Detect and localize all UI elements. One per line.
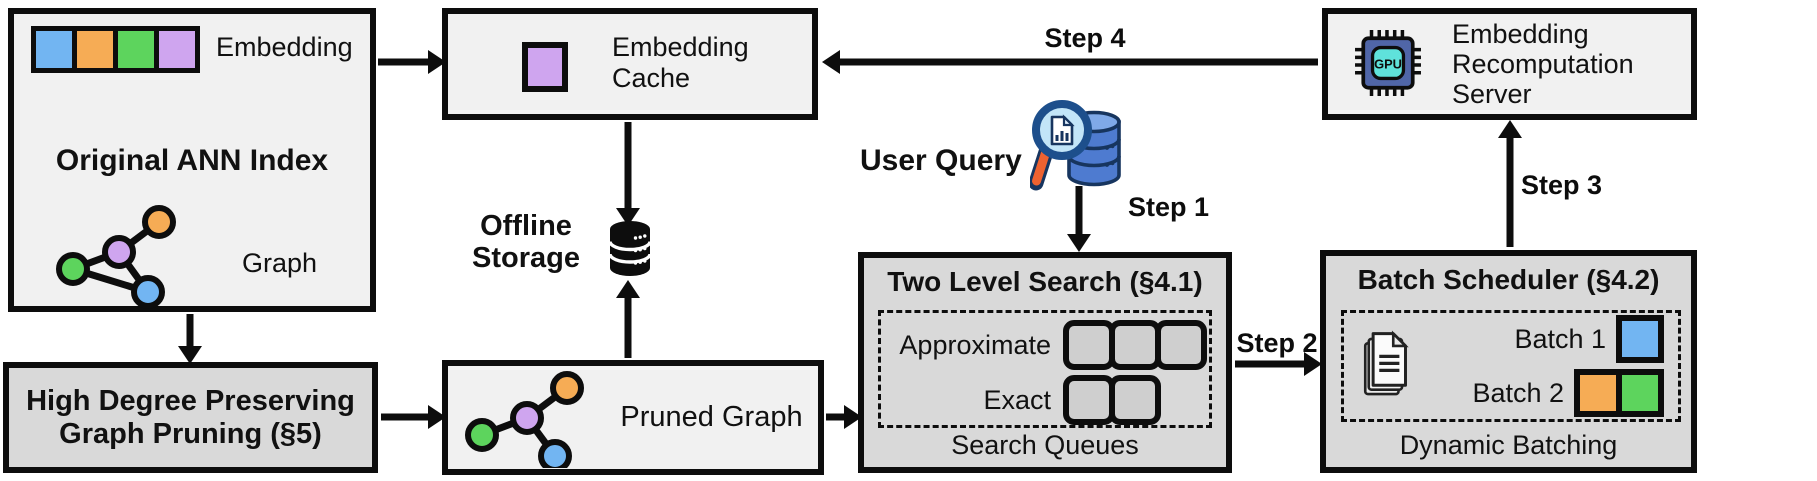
offline-storage-label: Offline Storage — [472, 210, 580, 274]
step-1-label: Step 1 — [1128, 192, 1210, 222]
user-query-label: User Query — [860, 144, 1022, 177]
batch-2-orange-square-icon — [1574, 369, 1622, 417]
step-4-label: Step 4 — [1044, 23, 1126, 53]
queue-slot-icon — [1109, 320, 1161, 370]
queue-slot-icon — [1155, 320, 1207, 370]
embedding-cache-label: Embedding Cache — [612, 32, 749, 93]
original-ann-index-title: Original ANN Index — [55, 144, 329, 177]
original-ann-index-box: Embedding Original ANN Index Graph — [8, 8, 376, 312]
dynamic-batching-caption: Dynamic Batching — [1399, 430, 1618, 460]
approximate-queue-slots — [1063, 320, 1209, 370]
queue-slot-icon — [1109, 375, 1161, 425]
cached-embedding-square-icon — [522, 42, 568, 92]
embedding-square-green-icon — [113, 26, 159, 73]
documents-icon — [1363, 330, 1409, 396]
batch-2-row: Batch 2 — [1416, 369, 1678, 417]
arrow-index-to-pruning — [178, 314, 202, 364]
step-2-label: Step 2 — [1236, 328, 1318, 358]
arrow-pruned-to-search — [826, 405, 862, 429]
recomputation-server-label: Embedding Recomputation Server — [1452, 19, 1634, 109]
batch-1-row: Batch 1 — [1416, 315, 1678, 363]
embedding-cache-box: Embedding Cache — [442, 8, 818, 120]
exact-label: Exact — [983, 384, 1051, 415]
gpu-chip-label: GPU — [1374, 57, 1402, 72]
search-queues-panel: Approximate Exact — [878, 310, 1212, 428]
pruned-graph-label: Pruned Graph — [620, 401, 803, 433]
queue-slot-icon — [1063, 320, 1115, 370]
dynamic-batching-panel: Batch 1 Batch 2 — [1341, 310, 1681, 422]
two-level-search-box: Two Level Search (§4.1) Approximate Exac… — [858, 252, 1232, 473]
embedding-label: Embedding — [216, 32, 353, 62]
graph-icon — [56, 205, 176, 309]
batch-2-green-square-icon — [1616, 369, 1664, 417]
query-document-glyph — [1050, 114, 1075, 146]
embedding-strip-icon — [31, 26, 200, 73]
embedding-square-orange-icon — [72, 26, 118, 73]
batch-1-label: Batch 1 — [1514, 323, 1606, 354]
search-queues-caption: Search Queues — [951, 430, 1139, 460]
batch-1-blue-square-icon — [1616, 315, 1664, 363]
arrow-index-to-cache — [378, 50, 446, 74]
approximate-queue-row: Approximate — [881, 320, 1209, 370]
arrow-cache-to-storage — [616, 122, 640, 226]
arrow-step-3 — [1498, 120, 1522, 247]
gpu-chip-icon: GPU — [1355, 30, 1421, 96]
graph-label: Graph — [242, 248, 318, 278]
pruned-graph-icon — [465, 371, 584, 468]
user-query-icon — [1030, 100, 1121, 191]
two-level-search-title: Two Level Search (§4.1) — [887, 266, 1203, 297]
exact-queue-slots — [1063, 375, 1209, 425]
arrow-pruning-to-pruned — [381, 405, 446, 429]
recomputation-server-box: GPU Embedding Recomputation Server — [1322, 8, 1697, 120]
pruned-graph-box: Pruned Graph — [442, 360, 824, 475]
graph-pruning-box: High Degree Preserving Graph Pruning (§5… — [3, 362, 378, 473]
batch-scheduler-box: Batch Scheduler (§4.2) Batch 1 Batch 2 — [1320, 250, 1697, 473]
queue-slot-icon — [1063, 375, 1115, 425]
approximate-label: Approximate — [899, 329, 1051, 360]
exact-queue-row: Exact — [881, 375, 1209, 425]
database-icon — [608, 221, 652, 276]
embedding-square-blue-icon — [31, 26, 77, 73]
step-3-label: Step 3 — [1521, 170, 1603, 200]
embedding-square-purple-icon — [154, 26, 200, 73]
batch-scheduler-title: Batch Scheduler (§4.2) — [1357, 264, 1660, 295]
batch-2-label: Batch 2 — [1472, 377, 1564, 408]
graph-pruning-title: High Degree Preserving Graph Pruning (§5… — [26, 384, 355, 450]
arrow-pruned-to-storage — [616, 280, 640, 358]
